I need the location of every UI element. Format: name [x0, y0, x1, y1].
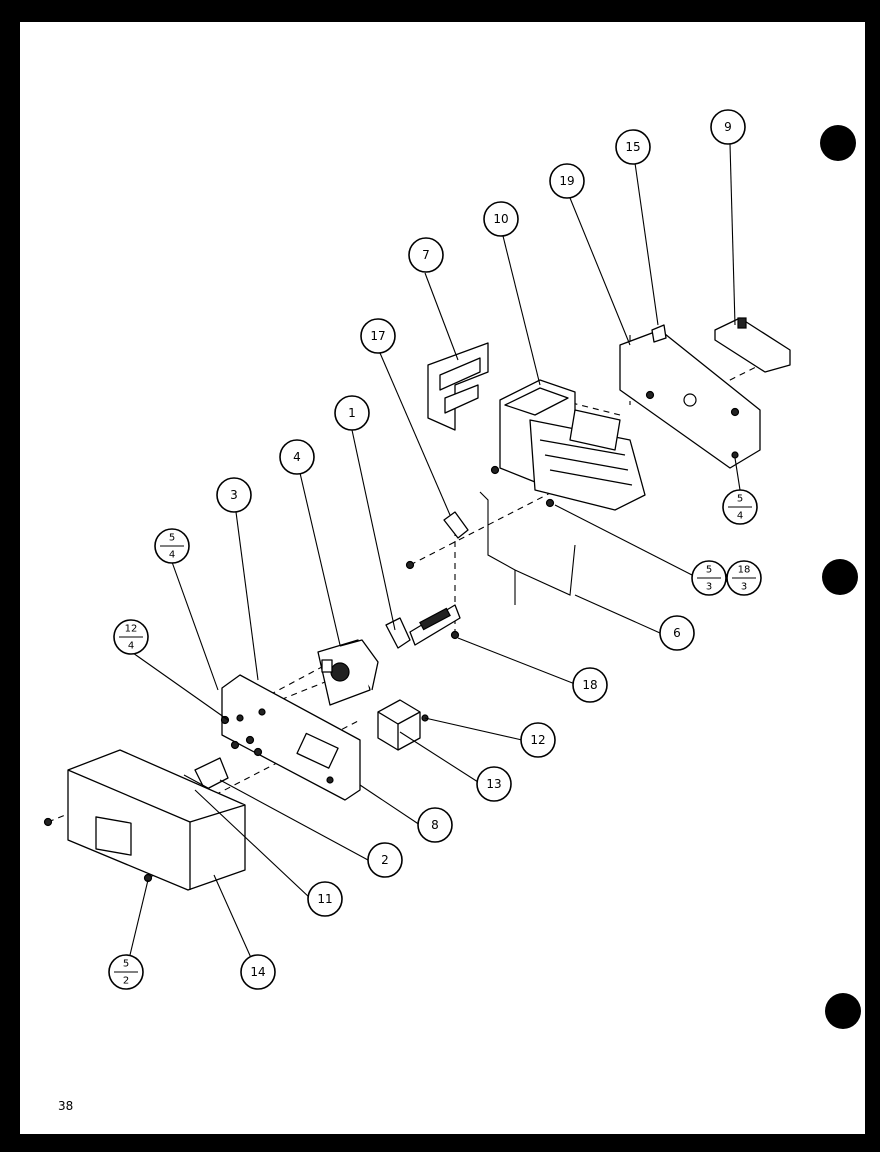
part-14-cover [67, 749, 246, 891]
svg-text:12: 12 [530, 733, 545, 747]
callout-14: 14 [240, 954, 276, 990]
part-7-shield [427, 342, 489, 431]
svg-text:18: 18 [738, 565, 751, 576]
svg-text:3: 3 [230, 488, 238, 502]
leader-lines [129, 143, 741, 961]
binder-hole-top [820, 125, 856, 161]
svg-text:2: 2 [381, 853, 389, 867]
svg-text:13: 13 [486, 777, 501, 791]
callout-fraction-5-3: 5 3 [691, 560, 727, 596]
svg-text:18: 18 [582, 678, 597, 692]
callout-2: 2 [367, 842, 403, 878]
callout-10: 10 [483, 201, 519, 237]
svg-text:4: 4 [128, 641, 134, 652]
part-3-panel [221, 674, 361, 801]
svg-text:3: 3 [741, 582, 747, 593]
svg-text:5: 5 [706, 565, 712, 576]
callout-18: 18 [572, 667, 608, 703]
callout-fraction-5-4-left: 5 4 [154, 528, 190, 564]
callout-fraction-5-2: 5 2 [108, 954, 144, 990]
page-number: 38 [58, 1099, 73, 1113]
svg-text:12: 12 [125, 624, 138, 635]
svg-text:10: 10 [493, 212, 508, 226]
svg-text:5: 5 [169, 533, 175, 544]
callout-fraction-18-3: 18 3 [726, 560, 762, 596]
svg-text:6: 6 [673, 626, 681, 640]
callout-1: 1 [334, 395, 370, 431]
part-6-wire [479, 491, 576, 605]
callout-12: 12 [520, 722, 556, 758]
part-17-bracket [443, 511, 469, 539]
screws [43, 451, 739, 883]
part-15-clip [651, 324, 667, 343]
part-10-ice-maker [499, 379, 646, 511]
svg-text:9: 9 [724, 120, 732, 134]
part-4-motor [317, 639, 379, 706]
callout-6: 6 [659, 615, 695, 651]
callout-3: 3 [216, 477, 252, 513]
callout-17: 17 [360, 318, 396, 354]
part-1-switch [385, 604, 461, 649]
svg-text:15: 15 [625, 140, 640, 154]
svg-text:4: 4 [169, 550, 175, 561]
callout-4: 4 [279, 439, 315, 475]
callout-8: 8 [417, 807, 453, 843]
svg-text:8: 8 [431, 818, 439, 832]
callout-9: 9 [710, 109, 746, 145]
svg-text:11: 11 [317, 892, 332, 906]
part-9-bracket [714, 317, 791, 373]
svg-text:5: 5 [123, 959, 129, 970]
svg-text:5: 5 [737, 494, 743, 505]
svg-text:1: 1 [348, 406, 356, 420]
callout-fraction-5-4-right: 5 4 [722, 489, 758, 525]
svg-text:4: 4 [293, 450, 301, 464]
callout-fraction-12-4: 12 4 [113, 619, 149, 655]
svg-text:14: 14 [250, 965, 265, 979]
svg-text:19: 19 [559, 174, 574, 188]
svg-text:7: 7 [422, 248, 430, 262]
callout-19: 19 [549, 163, 585, 199]
binder-hole-bottom [825, 993, 861, 1029]
callout-15: 15 [615, 129, 651, 165]
binder-hole-middle [822, 559, 858, 595]
callout-11: 11 [307, 881, 343, 917]
callout-13: 13 [476, 766, 512, 802]
svg-text:3: 3 [706, 582, 712, 593]
svg-text:2: 2 [123, 976, 129, 987]
callout-7: 7 [408, 237, 444, 273]
svg-text:4: 4 [737, 511, 743, 522]
svg-text:17: 17 [370, 329, 385, 343]
